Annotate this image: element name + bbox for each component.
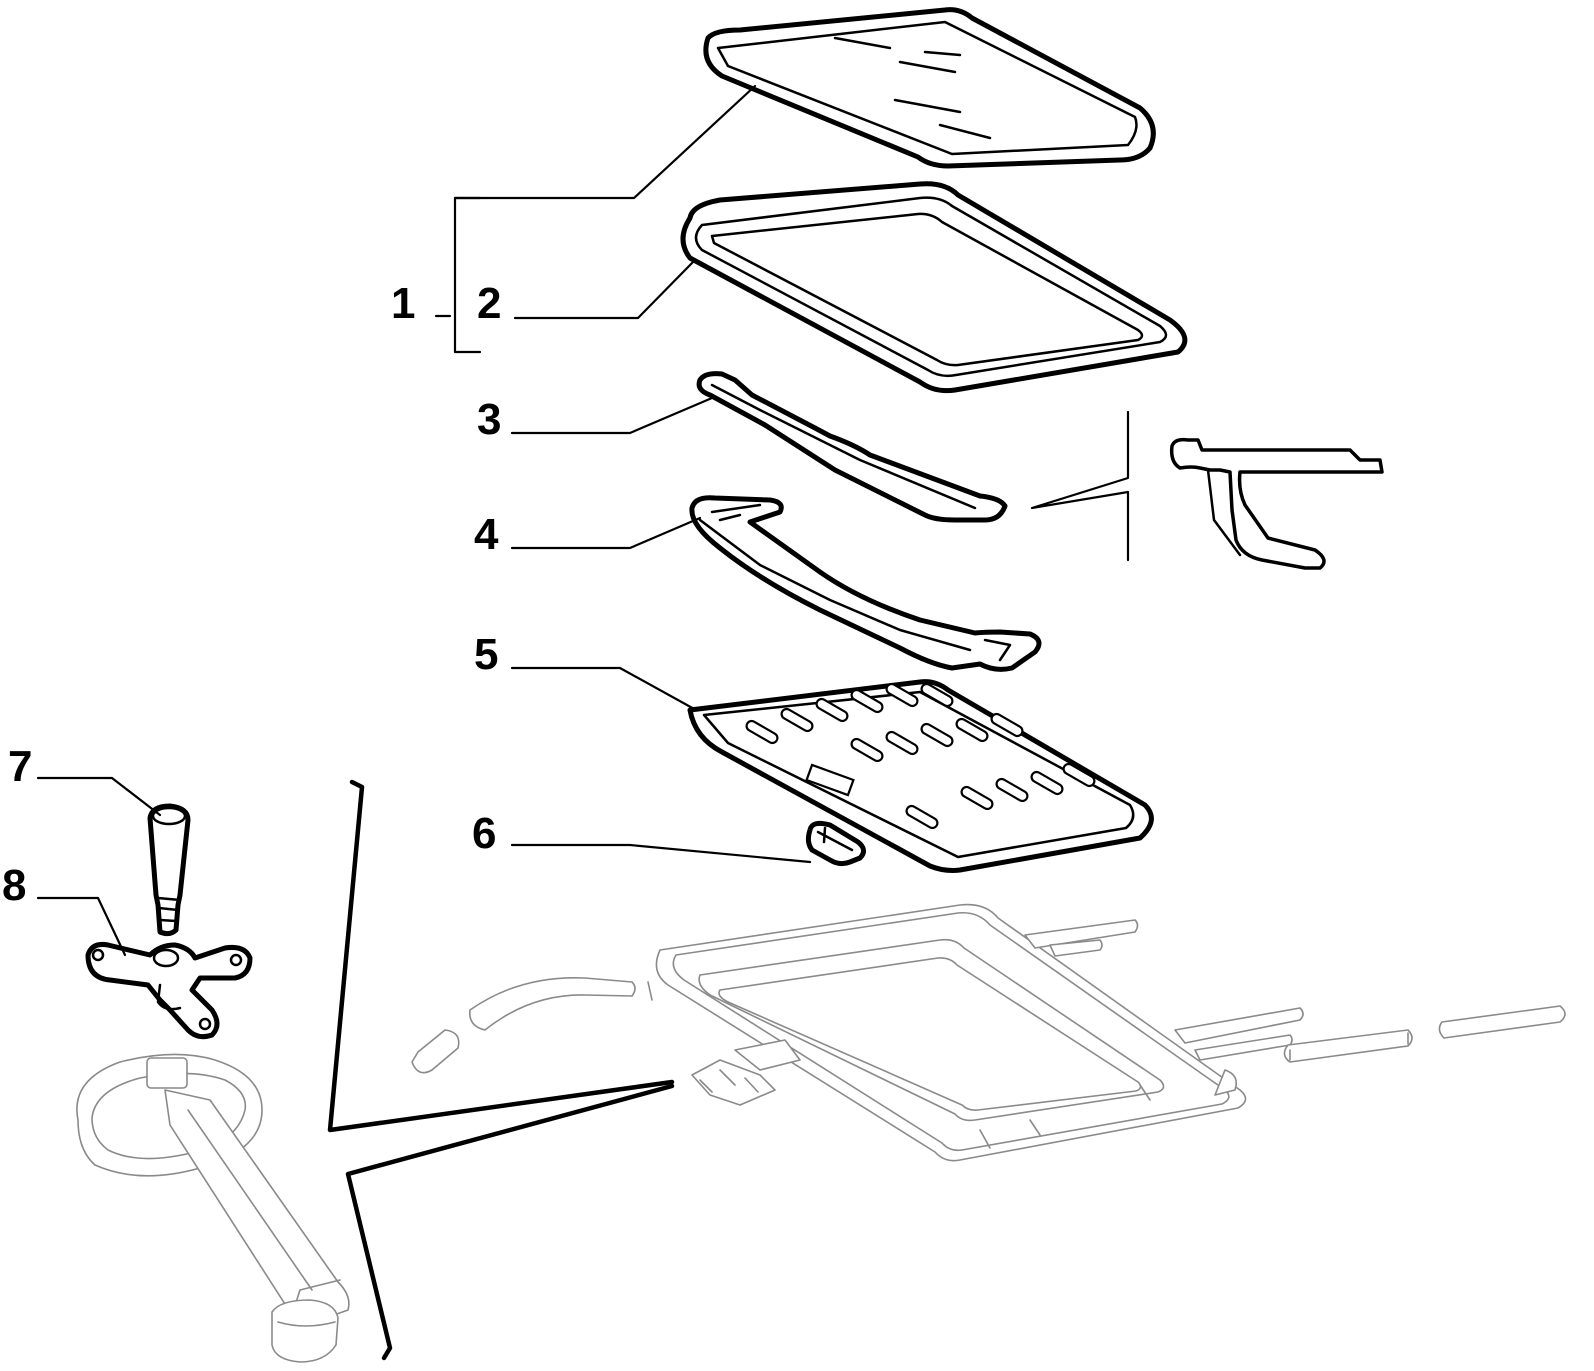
sunshade-slots (745, 682, 1096, 830)
callout-4: 4 (474, 510, 499, 559)
bracket-part (85, 942, 253, 1040)
callout-5: 5 (474, 630, 498, 679)
leader-lines (36, 84, 812, 1361)
sunshade-panel (687, 679, 1154, 873)
deflector-strip (696, 371, 1008, 523)
glass-panel (703, 7, 1156, 169)
rail-profile-detail (1030, 410, 1384, 570)
callout-2: 2 (477, 279, 501, 328)
clip-part (805, 820, 866, 867)
callout-labels: 1 2 3 4 5 6 7 8 (2, 279, 501, 910)
callout-7: 7 (8, 742, 32, 791)
pin-part (147, 803, 191, 937)
sunroof-frame-assembly-ghost (411, 903, 1566, 1162)
crank-handle-ghost (76, 1053, 350, 1363)
front-rail (689, 495, 1042, 672)
callout-3: 3 (477, 395, 501, 444)
callout-8: 8 (2, 861, 26, 910)
callout-6: 6 (472, 809, 496, 858)
callout-1: 1 (391, 279, 415, 328)
seal-frame (680, 181, 1188, 394)
